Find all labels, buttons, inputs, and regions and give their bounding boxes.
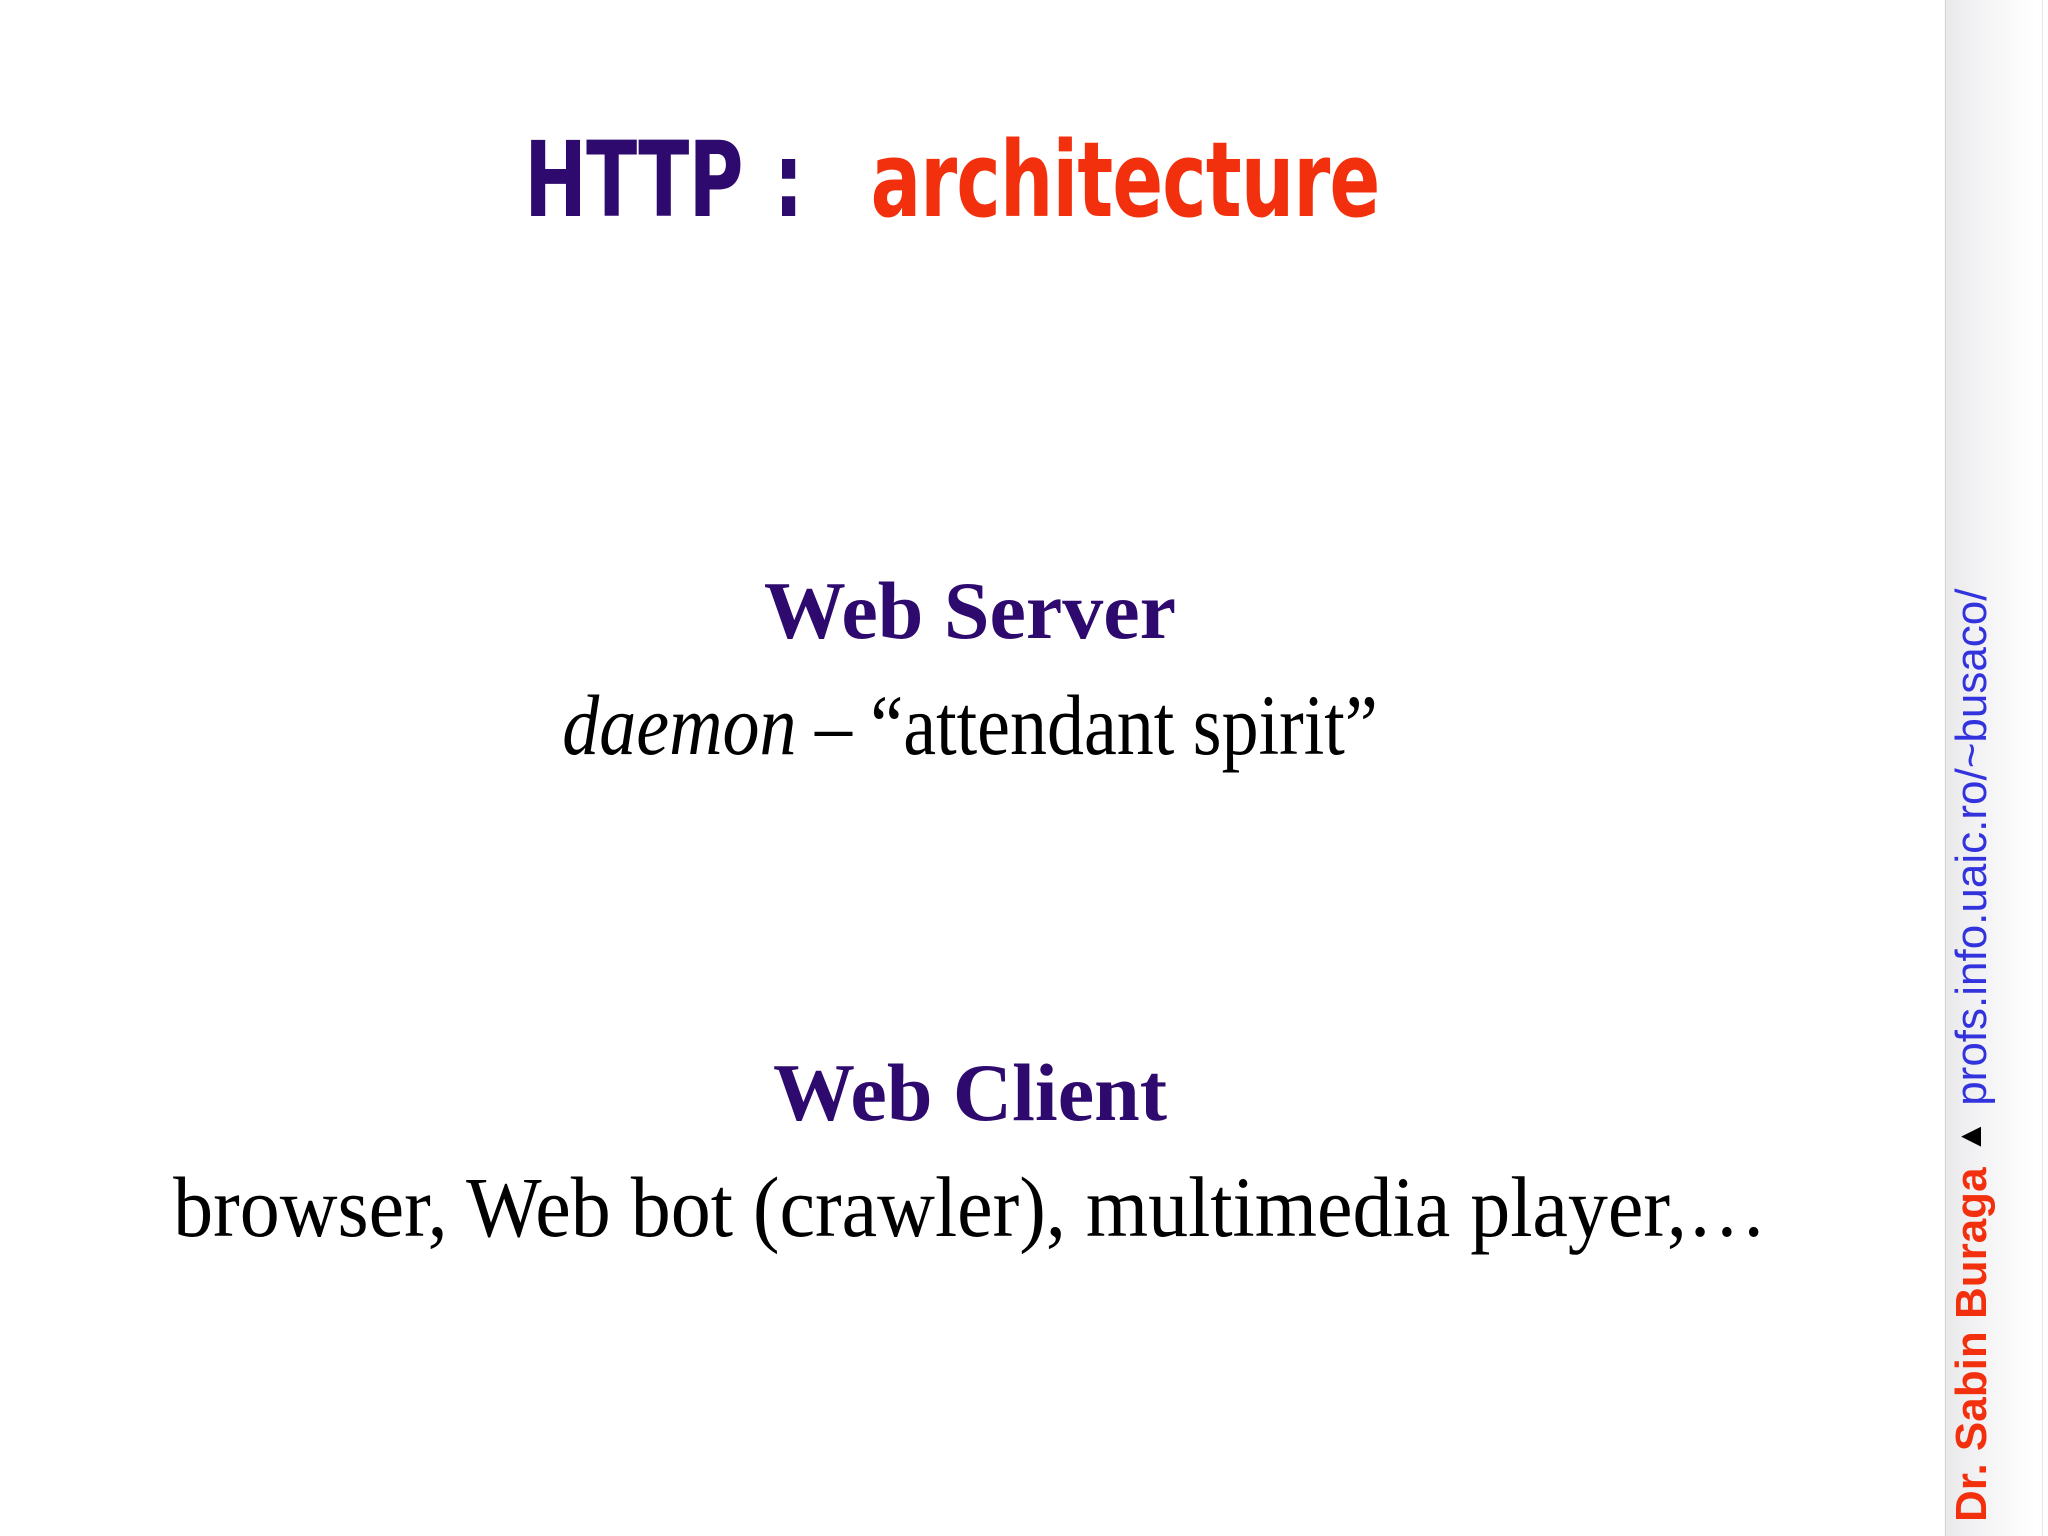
title-protocol: HTTP: [524, 119, 744, 241]
section-heading-web-client: Web Client: [772, 1047, 1168, 1138]
page-title: HTTP:architecture: [0, 128, 1940, 232]
title-subject: architecture: [870, 119, 1380, 241]
slide-content-area: HTTP:architecture Web Server daemon – “a…: [0, 128, 1940, 1255]
slide-sidebar: Dr. Sabin Buraga ▲ profs.info.uaic.ro/~b…: [1940, 0, 2048, 1536]
sidebar-author-url[interactable]: profs.info.uaic.ro/~busaco/: [1947, 588, 1996, 1106]
sidebar-divider-left: [1945, 0, 1946, 1536]
daemon-keyword: daemon: [562, 677, 797, 773]
title-colon: :: [773, 119, 804, 241]
section-heading-web-server: Web Server: [763, 565, 1177, 656]
section-body-web-client: browser, Web bot (crawler), multimedia p…: [173, 1159, 1767, 1255]
triangle-up-icon: ▲: [1951, 1119, 1989, 1154]
sidebar-rotor: Dr. Sabin Buraga ▲ profs.info.uaic.ro/~b…: [1940, 0, 2048, 1536]
sidebar-author-name: Dr. Sabin Buraga: [1947, 1167, 1996, 1522]
sidebar-credit: Dr. Sabin Buraga ▲ profs.info.uaic.ro/~b…: [1947, 588, 1996, 1522]
sidebar-divider-right: [2042, 0, 2043, 1536]
section-body-web-server: daemon – “attendant spirit”: [136, 682, 1804, 768]
daemon-definition: – “attendant spirit”: [796, 677, 1378, 773]
